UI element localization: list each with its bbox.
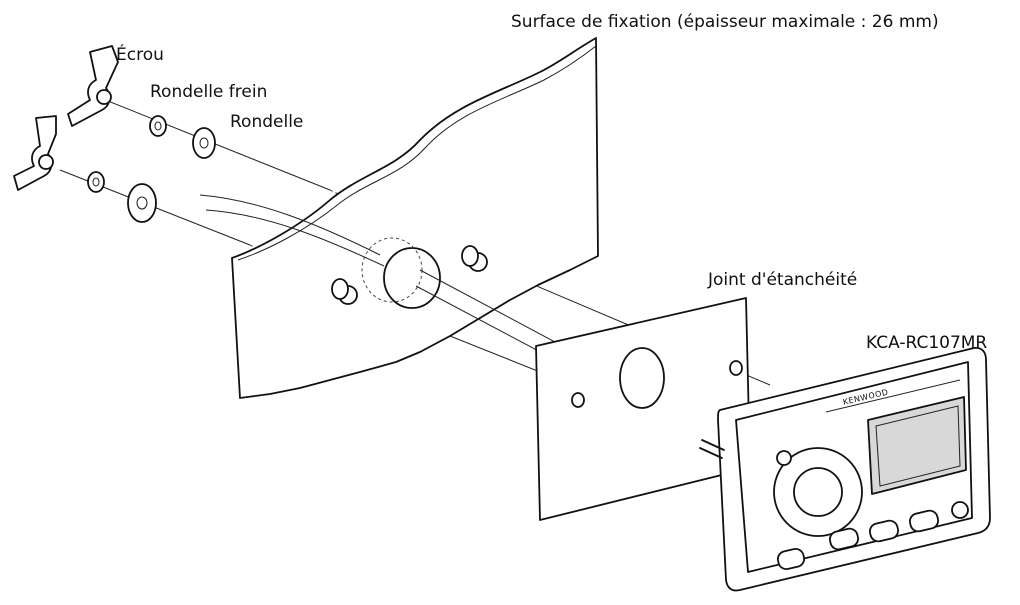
surface-label: Surface de fixation (épaisseur maximale … — [511, 12, 939, 32]
gasket-plate — [535, 297, 751, 521]
mounting-surface-panel — [231, 37, 599, 399]
gasket-label: Joint d'étanchéité — [708, 270, 858, 290]
remote-unit — [699, 347, 991, 592]
studs — [331, 245, 488, 305]
lock-washer-label: Rondelle frein — [150, 82, 268, 102]
flat-washers — [127, 127, 216, 223]
nut-label: Écrou — [116, 45, 164, 65]
wing-nut-top — [67, 45, 119, 127]
wing-nut-bottom — [13, 115, 57, 191]
washer-label: Rondelle — [230, 112, 304, 132]
lock-washers — [87, 115, 167, 193]
model-label: KCA-RC107MR — [866, 333, 988, 353]
